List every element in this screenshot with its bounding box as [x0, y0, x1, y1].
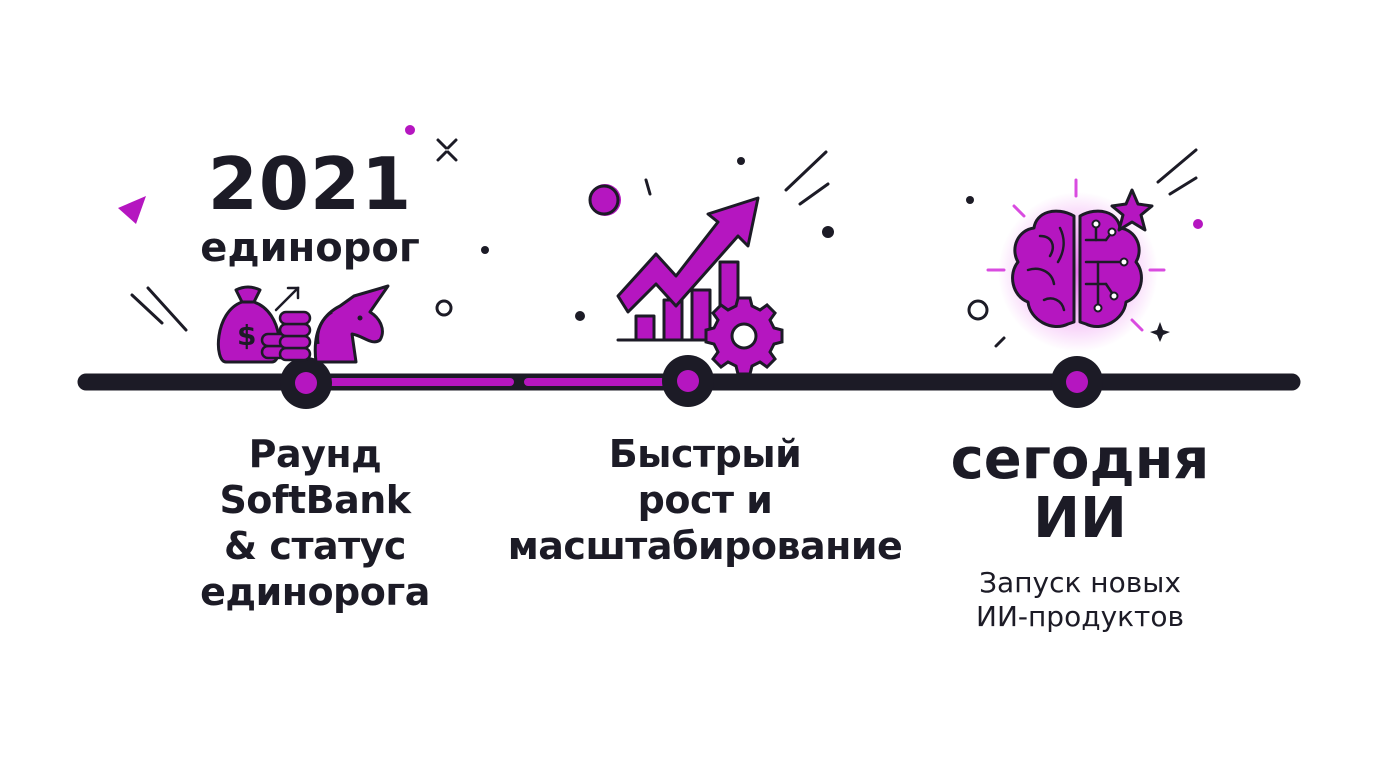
- milestone-1-line: Раунд: [248, 432, 382, 476]
- year-label: 2021: [207, 142, 413, 226]
- milestone-3-desc-line: Запуск новых: [979, 566, 1181, 599]
- milestone-1-line: SoftBank: [219, 477, 411, 522]
- milestone-2-line: масштабирование: [507, 523, 903, 568]
- milestone-node-2: [662, 355, 714, 407]
- milestone-2-line: рост и: [637, 477, 773, 522]
- coins-icon: [260, 310, 312, 362]
- ai-brain-icon: [998, 192, 1158, 352]
- star-icon: [1110, 188, 1154, 232]
- year-subtitle: единорог: [200, 225, 420, 271]
- milestone-3-title-line: сегодня: [950, 427, 1210, 492]
- milestone-2-caption: Быстрый рост и масштабирование: [480, 432, 930, 570]
- milestone-3-desc-line: ИИ-продуктов: [976, 599, 1184, 633]
- milestone-3-description: Запуск новых ИИ-продуктов: [930, 566, 1230, 633]
- milestone-node-1: [280, 357, 332, 409]
- milestone-2-line: Быстрый: [608, 432, 802, 476]
- milestone-1-caption: Раунд SoftBank & статус единорога: [165, 432, 465, 616]
- milestone-3-title-line: ИИ: [1033, 486, 1127, 552]
- gear-icon: [704, 296, 784, 376]
- svg-text:$: $: [237, 319, 256, 352]
- milestone-1-line: & статус: [224, 523, 406, 568]
- decor-confetti-2: [575, 150, 834, 321]
- unicorn-icon: [313, 284, 390, 364]
- milestone-1-line: единорога: [200, 569, 430, 614]
- decor-confetti-1: [118, 125, 489, 332]
- milestone-3-title: сегодня ИИ: [935, 430, 1225, 549]
- arrow-up-icon: [274, 286, 300, 312]
- milestone-node-3: [1051, 356, 1103, 408]
- decor-confetti-3: [966, 148, 1203, 348]
